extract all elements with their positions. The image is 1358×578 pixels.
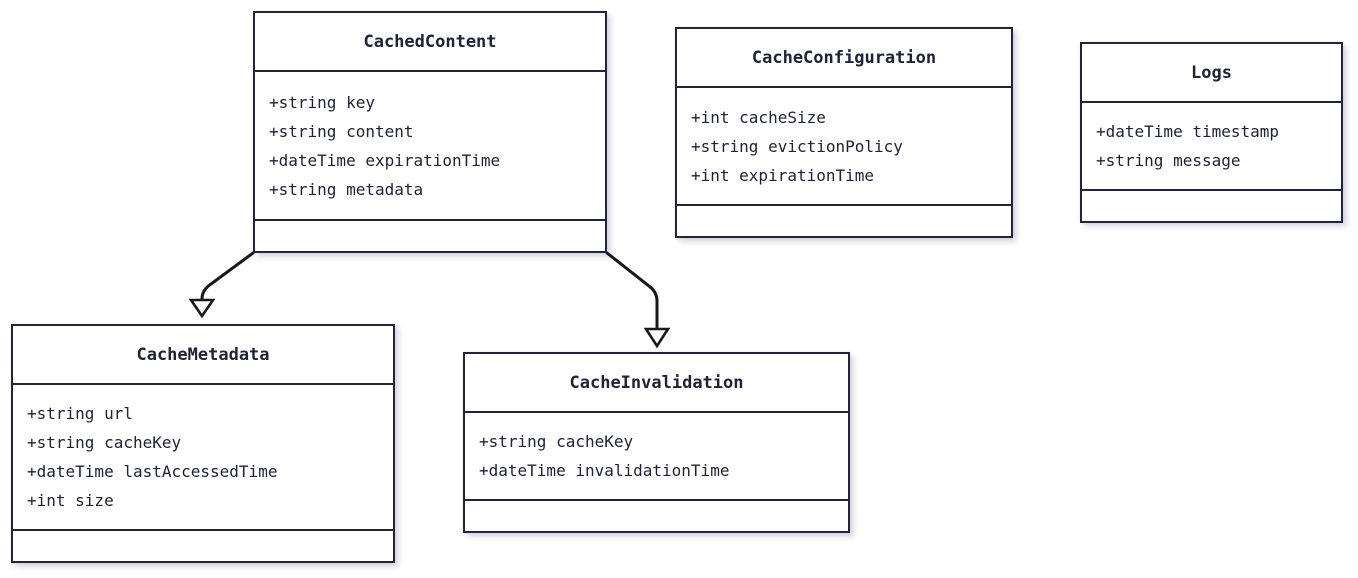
class-title: CacheMetadata [13, 326, 393, 385]
class-title: CacheConfiguration [677, 29, 1011, 88]
class-methods-empty [465, 499, 848, 531]
class-methods-empty [1082, 189, 1341, 221]
class-box-cacheinvalidation: CacheInvalidation +string cacheKey +date… [463, 352, 850, 533]
class-methods-empty [677, 204, 1011, 236]
class-attributes: +string cacheKey +dateTime invalidationT… [465, 413, 848, 499]
class-attributes: +string key +string content +dateTime ex… [255, 72, 605, 219]
class-title: CachedContent [255, 13, 605, 72]
hollow-triangle-arrowhead [643, 327, 671, 349]
class-attribute: +string cacheKey [479, 432, 634, 451]
class-attributes: +int cacheSize +string evictionPolicy +i… [677, 88, 1011, 204]
class-attribute: +dateTime invalidationTime [479, 461, 730, 480]
class-attribute: +string url [27, 404, 133, 423]
class-attribute: +int expirationTime [691, 165, 875, 185]
class-box-cachemetadata: CacheMetadata +string url +string cacheK… [11, 324, 395, 563]
class-attribute: +string key [269, 92, 375, 112]
class-attribute: +int size [27, 491, 114, 510]
class-attribute: +string evictionPolicy [691, 136, 903, 156]
class-title: CacheInvalidation [465, 354, 848, 413]
class-attribute: +string cacheKey [27, 433, 182, 452]
relation-cachedcontent-to-cacheinvalidation [605, 251, 671, 349]
class-attribute: +string message [1096, 151, 1241, 170]
relation-cachedcontent-to-cachemetadata [188, 251, 255, 319]
class-methods-empty [13, 529, 393, 561]
relation-line [200, 251, 255, 302]
class-attributes: +dateTime timestamp +string message [1082, 103, 1341, 189]
class-box-cachedcontent: CachedContent +string key +string conten… [253, 11, 607, 253]
class-attribute: +string content [269, 121, 414, 141]
class-attributes: +string url +string cacheKey +dateTime l… [13, 385, 393, 529]
class-attribute: +dateTime lastAccessedTime [27, 462, 278, 481]
class-methods-empty [255, 219, 605, 251]
class-title: Logs [1082, 44, 1341, 103]
class-attribute: +string metadata [269, 179, 424, 199]
class-attribute: +int cacheSize [691, 107, 826, 127]
class-box-logs: Logs +dateTime timestamp +string message [1080, 42, 1343, 223]
hollow-triangle-arrowhead [188, 298, 216, 319]
relation-line [605, 251, 659, 331]
class-attribute: +dateTime expirationTime [269, 150, 501, 170]
class-attribute: +dateTime timestamp [1096, 122, 1280, 141]
class-box-cacheconfiguration: CacheConfiguration +int cacheSize +strin… [675, 27, 1013, 238]
